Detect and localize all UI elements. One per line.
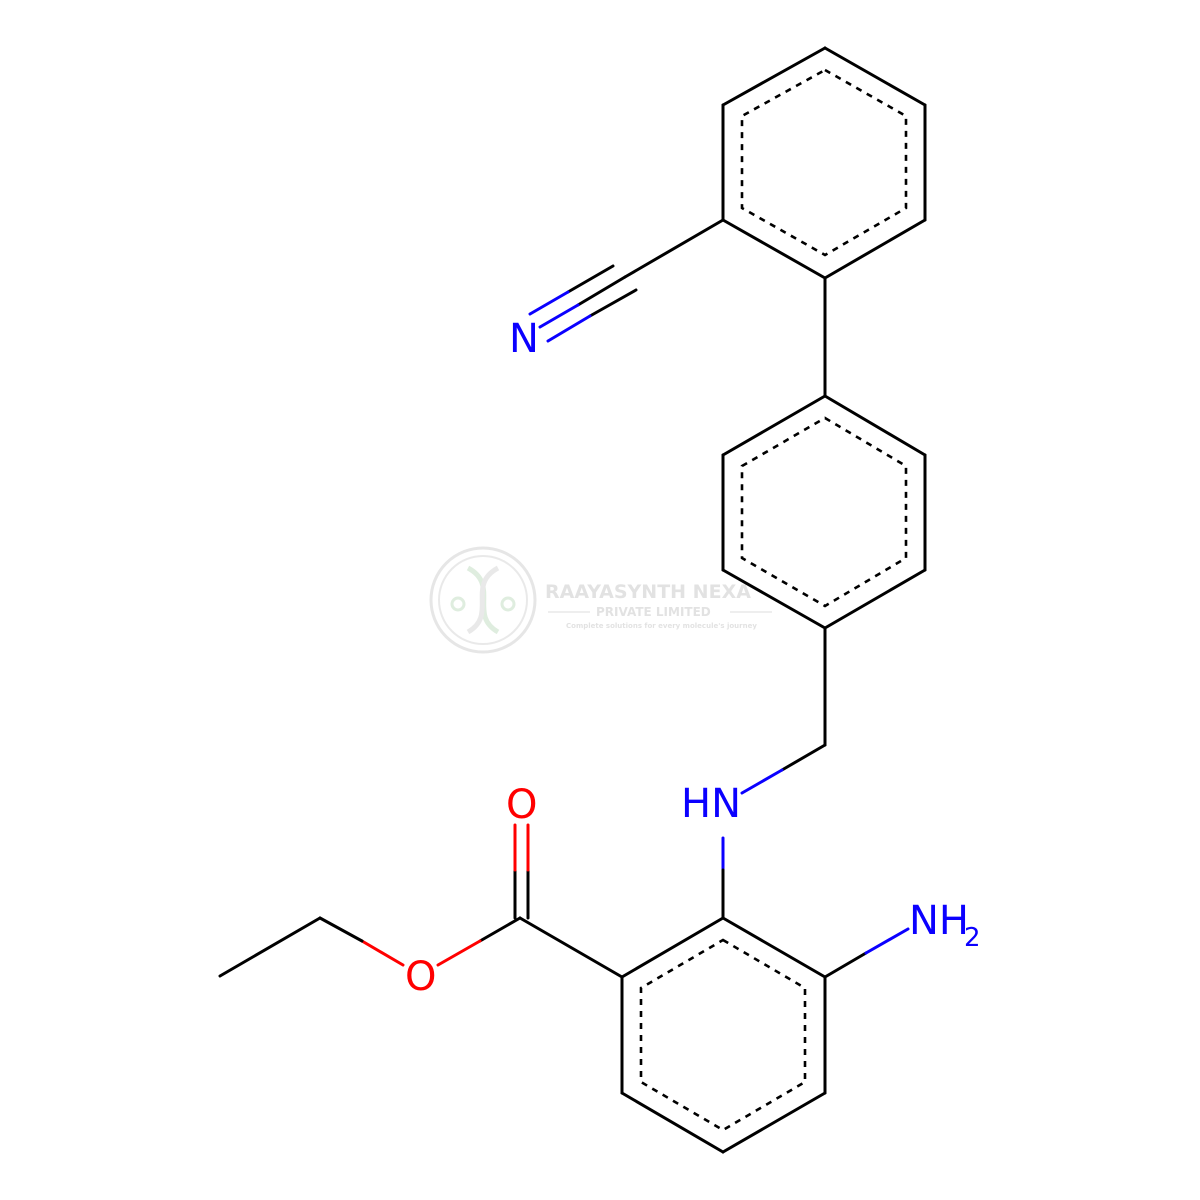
carbonyl-oxygen-label: O: [506, 782, 537, 828]
ester-oxygen-label: O: [405, 954, 436, 1000]
amino-subscript: 2: [964, 923, 981, 953]
watermark-logo: [429, 546, 537, 654]
phenylene-ring: [721, 394, 927, 630]
watermark-subtitle: PRIVATE LIMITED: [596, 605, 711, 619]
nitrile-nitrogen-label: N: [509, 316, 539, 362]
ester-group: [218, 823, 624, 979]
watermark: RAAYASYNTH NEXA PRIVATE LIMITED Complete…: [429, 546, 772, 654]
amino-bond: [823, 927, 910, 979]
watermark-tagline: Complete solutions for every molecule's …: [566, 622, 757, 630]
nitrile-group: [528, 218, 725, 343]
benzoate-ring: [620, 916, 827, 1154]
methylene-amine-linker: [740, 626, 827, 795]
cyanophenyl-ring: [721, 46, 927, 280]
amino-nitrogen-label: NH: [909, 898, 969, 944]
watermark-company: RAAYASYNTH NEXA: [545, 581, 751, 603]
secondary-amine-label: HN: [681, 781, 741, 827]
amino-label: NH 2: [909, 898, 981, 953]
